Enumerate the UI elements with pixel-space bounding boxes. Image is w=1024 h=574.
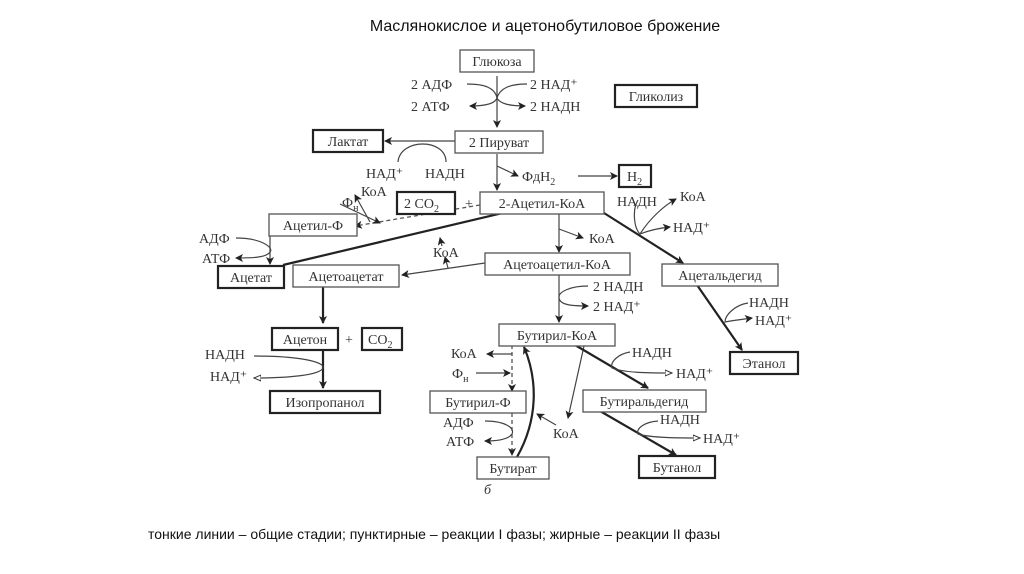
arrow-fdh2 <box>496 165 519 177</box>
node-lactate: Лактат <box>328 135 369 150</box>
node-butyraldehyde: Бутиральдегид <box>600 395 689 410</box>
label-fdh2: ФдH2 <box>522 170 555 188</box>
label-coa-acetyl: КоА <box>589 232 616 247</box>
arrow-adp-in <box>466 83 498 99</box>
arrow-nadh-nad-iso <box>254 355 324 378</box>
label-nad-bald: НАД⁺ <box>676 367 713 382</box>
label-2nadh: 2 НАДН <box>530 100 580 115</box>
arrow-nad-in <box>496 83 528 99</box>
label-nadh-eth: НАДН <box>749 296 789 311</box>
arrow-acetaldehyde-ethanol <box>696 284 743 351</box>
node-ethanol: Этанол <box>742 357 785 372</box>
label-2nad-but: 2 НАД⁺ <box>593 300 641 315</box>
label-nad-iso: НАД⁺ <box>210 370 247 385</box>
arrow-nadh-nad-buta <box>637 420 700 438</box>
node-acetone: Ацетон <box>283 333 328 348</box>
node-glucose: Глюкоза <box>472 55 522 70</box>
node-butanol: Бутанол <box>653 461 702 476</box>
plus-sign-acetone: + <box>345 333 353 348</box>
node-co2: CO2 <box>368 333 392 351</box>
label-nadh-lactate: НАДН <box>425 167 465 182</box>
arrow-nadh-out <box>496 97 526 110</box>
label-2adp: 2 АДФ <box>411 78 452 93</box>
label-nadh-ald: НАДН <box>617 195 657 210</box>
arrow-coa-acetoacetate <box>442 256 451 269</box>
node-pyruvate: 2 Пируват <box>469 136 529 151</box>
label-adp-butyr: АДФ <box>443 416 474 431</box>
label-coa-butyrate: КоА <box>553 427 580 442</box>
label-2nad: 2 НАД⁺ <box>530 78 578 93</box>
label-nadh-buta: НАДН <box>660 413 700 428</box>
node-acetaldehyde: Ацетальдегид <box>678 269 762 284</box>
node-isopropanol: Изопропанол <box>285 396 364 411</box>
arrow-coa-out <box>558 228 584 240</box>
arrow-atp-out <box>469 97 498 110</box>
arrow-butyrate-butyrylcoa <box>516 346 535 458</box>
arrow-nad-ald <box>639 223 671 235</box>
arrow-nadh-nad-lactate <box>397 143 447 163</box>
node-h2: H2 <box>627 170 642 188</box>
node-glycolysis: Гликолиз <box>629 90 684 105</box>
label-pi-top: Фн <box>342 196 359 214</box>
node-acetate: Ацетат <box>230 271 272 286</box>
plus-sign-top: + <box>465 197 473 212</box>
label-nadh-bald: НАДН <box>632 346 672 361</box>
label-adp-acetate: АДФ <box>199 232 230 247</box>
arrow-acetylcoa-acetaldehyde <box>603 212 684 264</box>
arrow-coa-butyrate <box>536 413 557 426</box>
label-coa-butp: КоА <box>451 347 478 362</box>
page-title: Маслянокислое и ацетонобутиловое брожени… <box>369 18 721 35</box>
node-co2-2: 2 CO2 <box>404 197 439 215</box>
node-butyrate: Бутират <box>489 462 536 477</box>
label-nad-buta: НАД⁺ <box>703 432 740 447</box>
label-2nadh-but: 2 НАДН <box>593 280 643 295</box>
node-acetyl-coa: 2-Ацетил-КоА <box>499 197 586 212</box>
node-acetyl-p: Ацетил-Ф <box>283 219 343 234</box>
label-pi-butp: Фн <box>452 367 469 385</box>
node-butyryl-coa: Бутирил-КоА <box>517 329 598 344</box>
arrow-nadh-nad-bald <box>611 351 672 373</box>
node-acetoacetyl-coa: Ацетоацетил-КоА <box>503 258 612 273</box>
label-nad-ald: НАД⁺ <box>673 221 710 236</box>
arrow-acetate-acetylcoa <box>282 204 529 267</box>
arrow-butyrylcoa-coa <box>565 345 585 419</box>
arrow-coa-acetyl <box>437 237 446 247</box>
arrow-adp-atp-butyr <box>484 420 514 445</box>
node-acetoacetate: Ацетоацетат <box>309 270 384 285</box>
panel-letter: б <box>484 483 492 498</box>
label-nad-eth: НАД⁺ <box>755 314 792 329</box>
label-2atp: 2 АТФ <box>411 100 450 115</box>
arrow-acetoacetylcoa-acetoacetate <box>401 262 486 278</box>
arrow-pi-in <box>339 203 381 224</box>
arrow-adp-atp-acetate <box>235 237 272 262</box>
node-butyryl-p: Бутирил-Ф <box>445 396 511 411</box>
label-coa-top: КоА <box>361 185 388 200</box>
label-atp-acetate: АТФ <box>202 252 230 267</box>
label-atp-butyr: АТФ <box>446 435 474 450</box>
label-nad-lactate: НАД⁺ <box>366 167 403 182</box>
label-coa-acetoacetate: КоА <box>433 246 460 261</box>
legend-caption: тонкие линии – общие стадии; пунктирные … <box>148 526 721 542</box>
arrow-nadh-nad-eth <box>724 302 753 323</box>
label-coa-ald: КоА <box>680 190 707 205</box>
label-nadh-iso: НАДН <box>205 348 245 363</box>
arrow-nadh-nad-but <box>558 285 589 310</box>
